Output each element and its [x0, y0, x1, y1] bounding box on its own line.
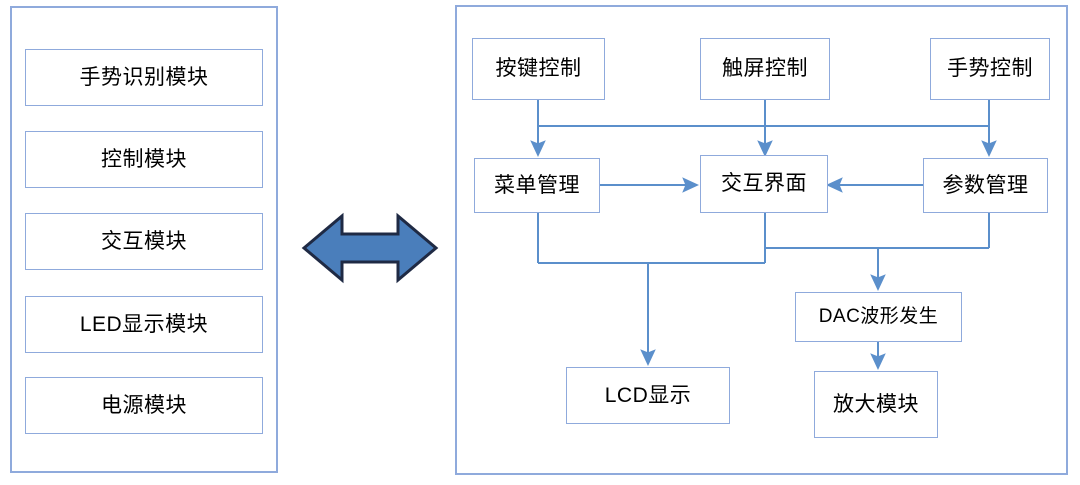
node-label: 按键控制 [495, 57, 582, 81]
module-label: 控制模块 [101, 147, 187, 171]
node-menu-management[interactable]: 菜单管理 [474, 158, 600, 213]
module-box-gesture-recognition[interactable]: 手势识别模块 [25, 49, 263, 106]
node-lcd-display[interactable]: LCD显示 [566, 367, 730, 424]
node-label: 交互界面 [721, 172, 807, 196]
module-box-control[interactable]: 控制模块 [25, 131, 263, 188]
node-touchscreen-control[interactable]: 触屏控制 [700, 38, 830, 100]
module-label: 电源模块 [101, 393, 187, 417]
node-label: 触屏控制 [722, 57, 808, 81]
module-box-led-display[interactable]: LED显示模块 [25, 296, 263, 353]
node-amplifier-module[interactable]: 放大模块 [814, 371, 938, 438]
module-label: 手势识别模块 [79, 65, 209, 89]
node-dac-waveform-generator[interactable]: DAC波形发生 [795, 292, 962, 342]
node-gesture-control[interactable]: 手势控制 [930, 38, 1050, 100]
node-label: 菜单管理 [494, 173, 580, 197]
node-interactive-interface[interactable]: 交互界面 [700, 155, 828, 213]
node-parameter-management[interactable]: 参数管理 [923, 158, 1048, 213]
node-label: 手势控制 [947, 57, 1033, 81]
module-box-interaction[interactable]: 交互模块 [25, 213, 263, 270]
node-label: DAC波形发生 [818, 305, 939, 327]
module-label: 交互模块 [101, 229, 187, 253]
node-label: 放大模块 [833, 392, 919, 416]
module-box-power[interactable]: 电源模块 [25, 377, 263, 434]
node-key-control[interactable]: 按键控制 [472, 38, 605, 100]
module-label: LED显示模块 [79, 312, 209, 336]
node-label: LCD显示 [604, 383, 692, 407]
node-label: 参数管理 [942, 173, 1029, 197]
bidirectional-arrow-icon [301, 212, 439, 284]
